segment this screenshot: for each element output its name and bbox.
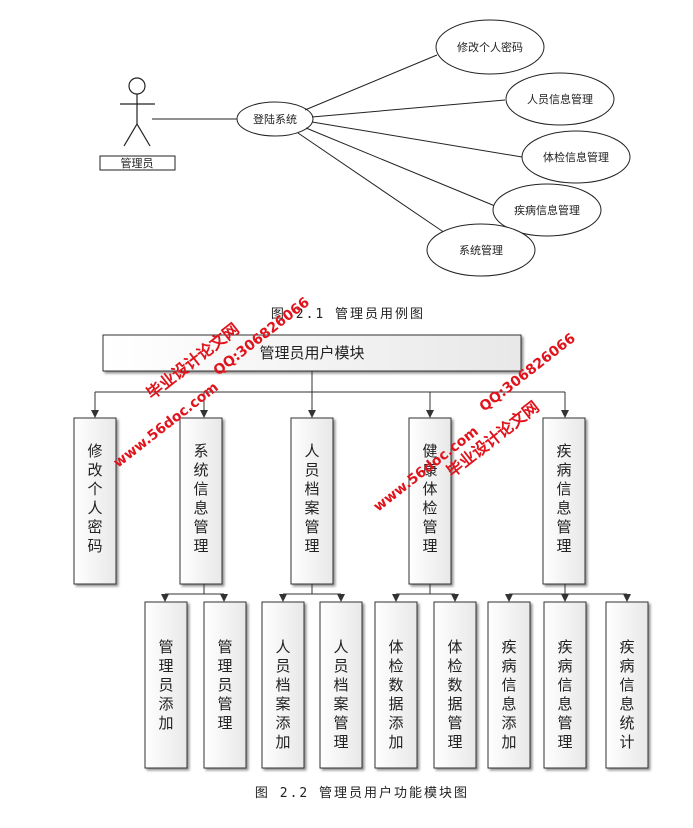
module-box-disease-manage xyxy=(543,601,587,769)
case-link-4 xyxy=(305,127,496,207)
level2-boxes xyxy=(144,601,649,769)
login-ellipse xyxy=(236,101,314,137)
root-module-label: 管理员用户模块 xyxy=(259,344,364,362)
module-box-person-add xyxy=(261,601,305,769)
case-link-1 xyxy=(304,54,438,111)
actor-left-leg xyxy=(123,123,138,147)
case-link-3 xyxy=(311,121,523,158)
module-box-disease xyxy=(542,417,586,585)
module-box-exam-manage xyxy=(433,601,477,769)
module-label-l1-2: 人员档案管理 xyxy=(304,442,319,555)
module-box-system xyxy=(179,417,223,585)
module-label-l2-1: 管理员管理 xyxy=(217,638,232,732)
module-label-l2-7: 疾病信息管理 xyxy=(557,638,572,751)
actor-head xyxy=(128,77,146,95)
root-module-box xyxy=(102,334,522,372)
case-link-5 xyxy=(297,132,446,234)
module-box-admin-add xyxy=(144,601,188,769)
module-box-person-manage xyxy=(319,601,363,769)
case-ellipse-disease xyxy=(492,183,602,237)
case-links xyxy=(297,54,523,234)
case-label-password: 修改个人密码 xyxy=(457,40,523,54)
module-label-l1-1: 系统信息管理 xyxy=(193,442,208,555)
level1-labels: 修改个人密码 系统信息管理 人员档案管理 健康体检管理 疾病信息管理 xyxy=(87,442,571,555)
module-label-l2-8: 疾病信息统计 xyxy=(619,638,634,751)
actor-label-box xyxy=(99,155,176,171)
module-box-admin-manage xyxy=(203,601,247,769)
module-box-person xyxy=(290,417,334,585)
level1-boxes xyxy=(73,417,586,585)
actor-label: 管理员 xyxy=(121,156,154,170)
case-ellipse-exam xyxy=(521,130,631,184)
module-label-l2-2: 人员档案添加 xyxy=(275,638,290,751)
actor-right-leg xyxy=(136,123,151,147)
case-ellipse-password xyxy=(435,19,545,75)
module-box-disease-add xyxy=(487,601,531,769)
module-box-health xyxy=(408,417,452,585)
module-label-l2-5: 体检数据管理 xyxy=(447,638,462,751)
module-box-password xyxy=(73,417,117,585)
module-label-l1-3: 健康体检管理 xyxy=(422,442,437,555)
actor xyxy=(120,77,155,147)
case-link-2 xyxy=(311,99,506,118)
figure-caption-2-2: 图 2.2 管理员用户功能模块图 xyxy=(255,785,469,801)
case-label-person: 人员信息管理 xyxy=(527,92,593,106)
module-label-l1-0: 修改个人密码 xyxy=(87,442,102,555)
module-box-disease-stats xyxy=(605,601,649,769)
module-box-exam-add xyxy=(374,601,418,769)
case-label-disease: 疾病信息管理 xyxy=(514,203,580,217)
case-ellipse-person xyxy=(505,72,615,126)
case-label-system: 系统管理 xyxy=(459,243,503,257)
module-label-l1-4: 疾病信息管理 xyxy=(556,442,571,555)
module-label-l2-4: 体检数据添加 xyxy=(388,638,403,751)
case-label-exam: 体检信息管理 xyxy=(543,150,609,164)
module-label-l2-6: 疾病信息添加 xyxy=(501,638,516,751)
login-label: 登陆系统 xyxy=(253,112,297,126)
figure-caption-2-1: 图 2.1 管理员用例图 xyxy=(271,307,425,322)
module-label-l2-0: 管理员添加 xyxy=(158,638,173,732)
level2-connectors xyxy=(161,584,631,602)
level2-labels: 管理员添加 管理员管理 人员档案添加 人员档案管理 体检数据添加 体检数据管理 疾病信息添加… xyxy=(158,638,634,751)
level1-connectors xyxy=(91,371,569,418)
module-label-l2-3: 人员档案管理 xyxy=(333,638,348,751)
case-ellipse-system xyxy=(426,223,536,277)
